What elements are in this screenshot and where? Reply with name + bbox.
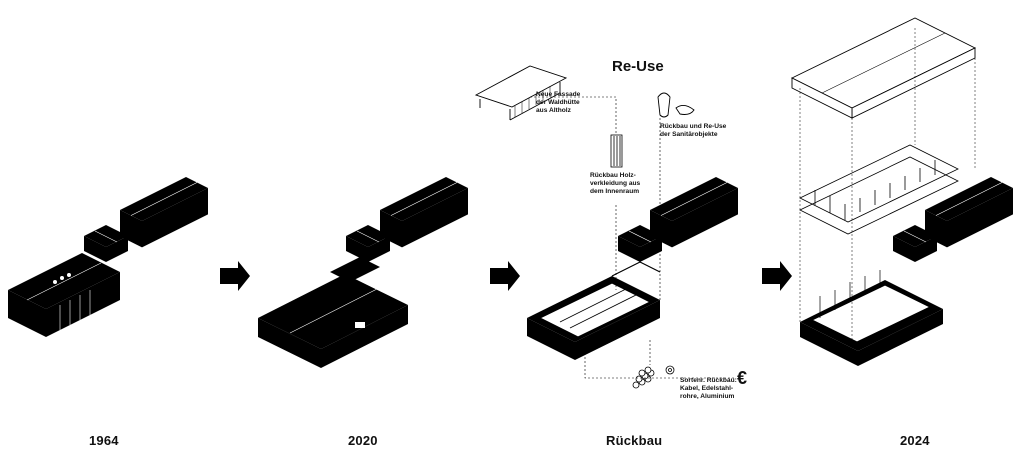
building-2024 (790, 17, 1014, 366)
scrap-pile-sketch (632, 365, 675, 389)
building-1964 (8, 176, 209, 337)
caption-rueckbau: Rückbau (606, 433, 663, 448)
caption-2024: 2024 (900, 433, 930, 448)
reuse-title: Re-Use (612, 58, 664, 75)
note-facade: Neue Fassade der Waldhütte aus Altholz (536, 91, 581, 114)
arrow-right-icon (762, 261, 792, 291)
caption-2020: 2020 (348, 433, 378, 448)
note-sorted: Sortenr. Rückbau: Kabel, Edelstahl- rohr… (680, 377, 737, 400)
caption-1964: 1964 (89, 433, 119, 448)
building-2020 (258, 176, 469, 368)
wood-panel-sketch (610, 134, 623, 168)
note-wood: Rückbau Holz- verkleidung aus dem Innenr… (590, 172, 641, 195)
arrow-right-icon (490, 261, 520, 291)
note-sanitary: Rückbau und Re-Use der Sanitärobjekte (660, 123, 727, 138)
euro-symbol: € (737, 368, 748, 388)
dashed-leader-lines (530, 96, 735, 379)
arrow-right-icon (220, 261, 250, 291)
sanitary-objects-sketch (657, 92, 695, 118)
forest-hut-sketch (474, 65, 568, 121)
building-rueckbau (527, 176, 739, 360)
